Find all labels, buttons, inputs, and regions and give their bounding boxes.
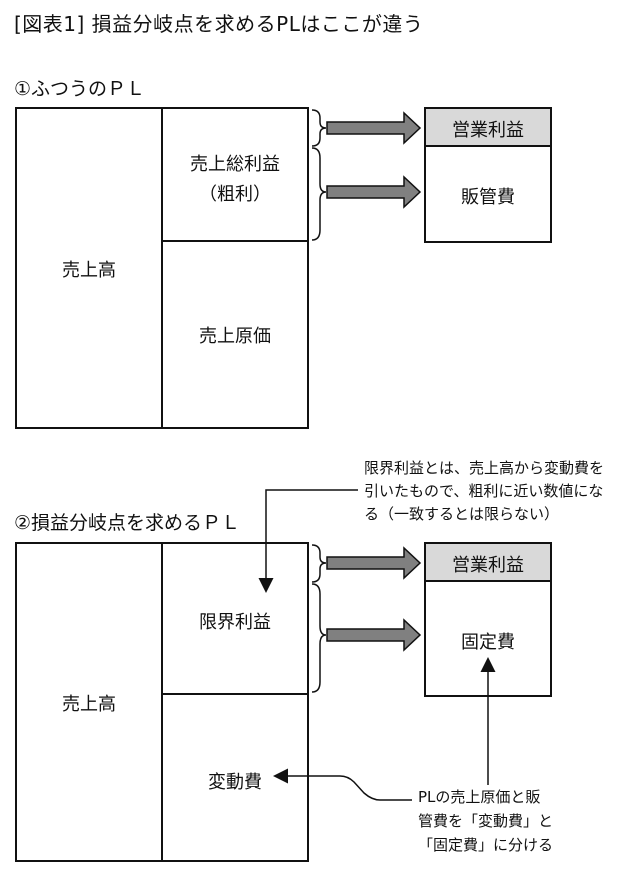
- pl1-arrow-sga: [326, 175, 422, 209]
- split-note-line2: 管費を「変動費」と: [418, 812, 554, 830]
- pl1-gross-profit-label: 売上総利益: [190, 154, 280, 175]
- split-note-pointer-variable: [273, 768, 412, 801]
- pl2-variable-cost-label: 変動費: [208, 772, 262, 793]
- pl1-title: ①ふつうのＰＬ: [14, 78, 146, 100]
- marginal-note-line3: る（一致するとは限らない）: [364, 505, 560, 523]
- pl1-arrow-operating-profit: [326, 111, 422, 145]
- pl2-brace-fixed-cost: [311, 583, 327, 693]
- pl1-gross-profit-sub-label: （粗利）: [199, 184, 271, 205]
- split-note-line1: PLの売上原価と販: [418, 788, 541, 806]
- pl1-operating-profit-label: 営業利益: [452, 120, 524, 141]
- pl2-marginal-profit-label: 限界利益: [199, 612, 271, 633]
- marginal-note-line1: 限界利益とは、売上高から変動費を: [364, 459, 605, 477]
- marginal-note-line2: 引いたもので、粗利に近い数値にな: [364, 482, 604, 500]
- pl1-cost-of-sales-box: [161, 240, 309, 429]
- figure-title: [図表1] 損益分岐点を求めるPLはここが違う: [14, 12, 424, 36]
- pl1-sga-label: 販管費: [461, 187, 515, 208]
- pl2-title: ②損益分岐点を求めるＰＬ: [14, 512, 241, 534]
- pl2-fixed-cost-label: 固定費: [461, 632, 515, 653]
- split-note-line3: 「固定費」に分ける: [418, 836, 554, 854]
- pl2-brace-operating-profit: [311, 544, 327, 583]
- pl2-arrow-fixed-cost: [326, 618, 422, 652]
- pl2-marginal-profit-box: [161, 542, 309, 695]
- pl1-brace-operating-profit: [311, 109, 327, 147]
- pl1-sales-label: 売上高: [62, 260, 116, 281]
- marginal-note-pointer: [258, 489, 358, 593]
- pl2-operating-profit-box: [424, 542, 552, 582]
- pl2-operating-profit-label: 営業利益: [452, 555, 524, 576]
- pl2-arrow-operating-profit: [326, 546, 422, 580]
- pl1-operating-profit-box: [424, 107, 552, 147]
- pl2-sales-label: 売上高: [62, 694, 116, 715]
- pl1-cost-of-sales-label: 売上原価: [199, 326, 271, 347]
- pl1-brace-sga: [311, 147, 327, 241]
